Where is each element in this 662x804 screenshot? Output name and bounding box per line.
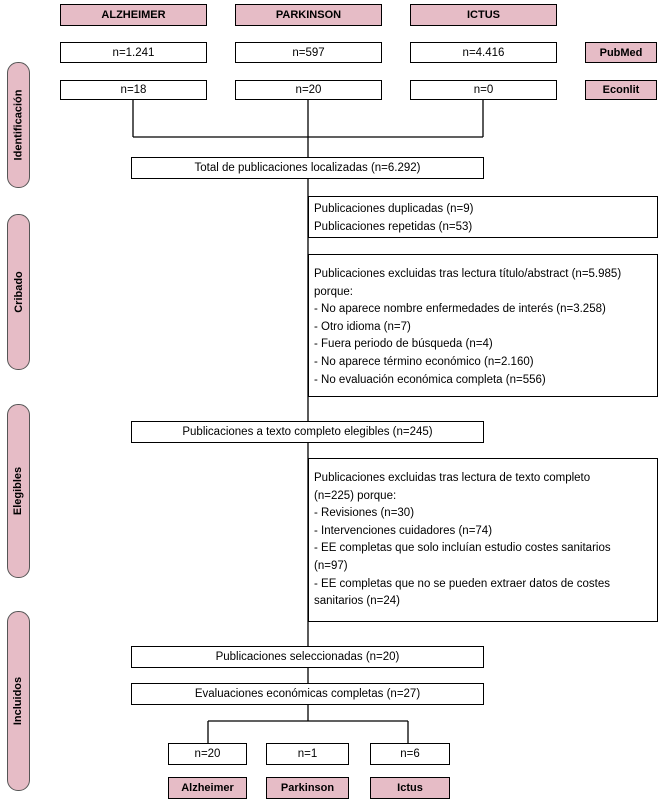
selected-publications-box: Publicaciones seleccionadas (n=20) xyxy=(131,646,484,668)
exclusion-line: - No aparece término económico (n=2.160) xyxy=(314,355,534,368)
duplicates-line: Publicaciones duplicadas (n=9) xyxy=(314,203,474,215)
stage-identificacion: Identificación xyxy=(7,62,30,188)
econlit-count-ictus: n=0 xyxy=(410,80,557,100)
exclusion-line: - Otro idioma (n=7) xyxy=(314,320,411,333)
final-label-ictus: Ictus xyxy=(370,777,450,799)
eligible-publications-box: Publicaciones a texto completo elegibles… xyxy=(131,421,484,443)
exclusion-line: Publicaciones excluidas tras lectura tít… xyxy=(314,268,622,280)
complete-evaluations-box: Evaluaciones económicas completas (n=27) xyxy=(131,683,484,705)
pubmed-count-ictus: n=4.416 xyxy=(410,42,557,63)
exclusion-line: porque: xyxy=(314,285,354,298)
pubmed-count-alzheimer: n=1.241 xyxy=(60,42,207,63)
stage-incluidos: Incluidos xyxy=(7,611,30,791)
exclusion-line: - Revisiones (n=30) xyxy=(314,507,415,520)
pubmed-count-parkinson: n=597 xyxy=(235,42,382,63)
excluded-title-abstract-box: Publicaciones excluidas tras lectura tít… xyxy=(308,254,658,397)
econlit-count-alzheimer: n=18 xyxy=(60,80,207,100)
final-count-parkinson: n=1 xyxy=(266,743,349,765)
exclusion-line: - EE completas que solo incluían estudio… xyxy=(314,542,611,555)
final-label-parkinson: Parkinson xyxy=(266,777,349,799)
exclusion-line: - Fuera periodo de búsqueda (n=4) xyxy=(314,338,493,351)
final-count-alzheimer: n=20 xyxy=(168,743,247,765)
stage-cribado: Cribado xyxy=(7,214,30,370)
database-label-pubmed: PubMed xyxy=(585,42,657,63)
source-header-parkinson: PARKINSON xyxy=(235,4,382,26)
duplicates-line: Publicaciones repetidas (n=53) xyxy=(314,220,473,233)
econlit-count-parkinson: n=20 xyxy=(235,80,382,100)
final-label-alzheimer: Alzheimer xyxy=(168,777,247,799)
source-header-alzheimer: ALZHEIMER xyxy=(60,4,207,26)
exclusion-line: - Intervenciones cuidadores (n=74) xyxy=(314,524,493,537)
exclusion-line: - EE completas que no se pueden extraer … xyxy=(314,577,610,590)
exclusion-line: (n=97) xyxy=(314,559,348,572)
duplicates-box: Publicaciones duplicadas (n=9) Publicaci… xyxy=(308,196,658,238)
exclusion-line: Publicaciones excluidas tras lectura de … xyxy=(314,472,591,484)
exclusion-line: - No aparece nombre enfermedades de inte… xyxy=(314,303,606,316)
final-count-ictus: n=6 xyxy=(370,743,450,765)
exclusion-line: sanitarios (n=24) xyxy=(314,595,400,608)
database-label-econlit: Econlit xyxy=(585,80,657,100)
excluded-full-text-box: Publicaciones excluidas tras lectura de … xyxy=(308,458,658,622)
exclusion-line: - No evaluación económica completa (n=55… xyxy=(314,373,546,386)
exclusion-line: (n=225) porque: xyxy=(314,489,397,502)
stage-elegibles: Elegibles xyxy=(7,404,30,578)
source-header-ictus: ICTUS xyxy=(410,4,557,26)
total-publications-box: Total de publicaciones localizadas (n=6.… xyxy=(131,157,484,179)
